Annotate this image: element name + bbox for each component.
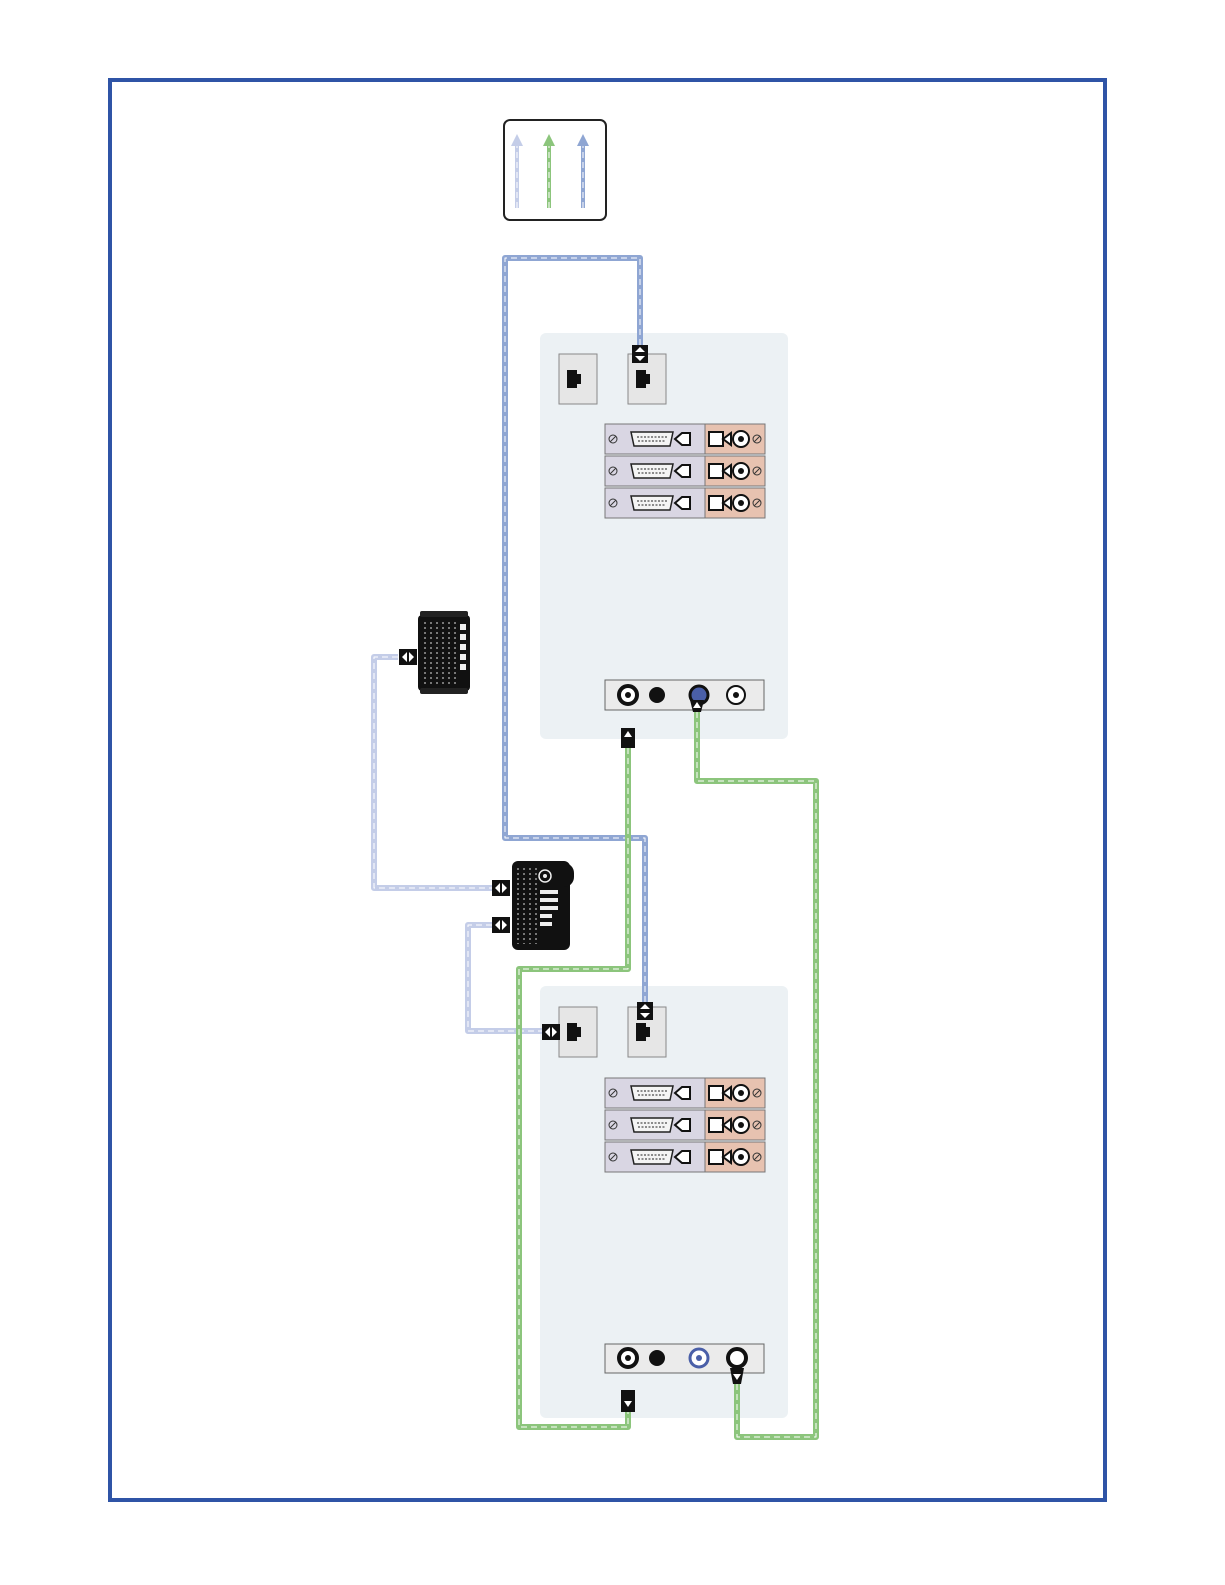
top-panel-cards [605, 424, 765, 518]
io-card [605, 424, 765, 454]
jack-icon [649, 687, 665, 703]
bnc-jack-icon [728, 1349, 746, 1367]
rj45-port-icon [559, 354, 597, 404]
jack-icon [649, 1350, 665, 1366]
bottom-panel-cards [605, 1078, 765, 1172]
rj45-port-icon [559, 1007, 597, 1057]
connector-plug-icon [632, 345, 648, 363]
io-card [605, 1142, 765, 1172]
io-card [605, 456, 765, 486]
connector-plug-icon [492, 880, 510, 896]
connector-plug-icon [542, 1024, 560, 1040]
connector-plug-icon [399, 649, 417, 665]
io-card [605, 1078, 765, 1108]
control-surface-large [492, 861, 574, 950]
control-surface-small [399, 611, 470, 694]
io-card [605, 488, 765, 518]
connector-plug-icon [492, 917, 510, 933]
io-card [605, 1110, 765, 1140]
connector-plug-icon [637, 1002, 653, 1020]
legend [504, 120, 606, 220]
